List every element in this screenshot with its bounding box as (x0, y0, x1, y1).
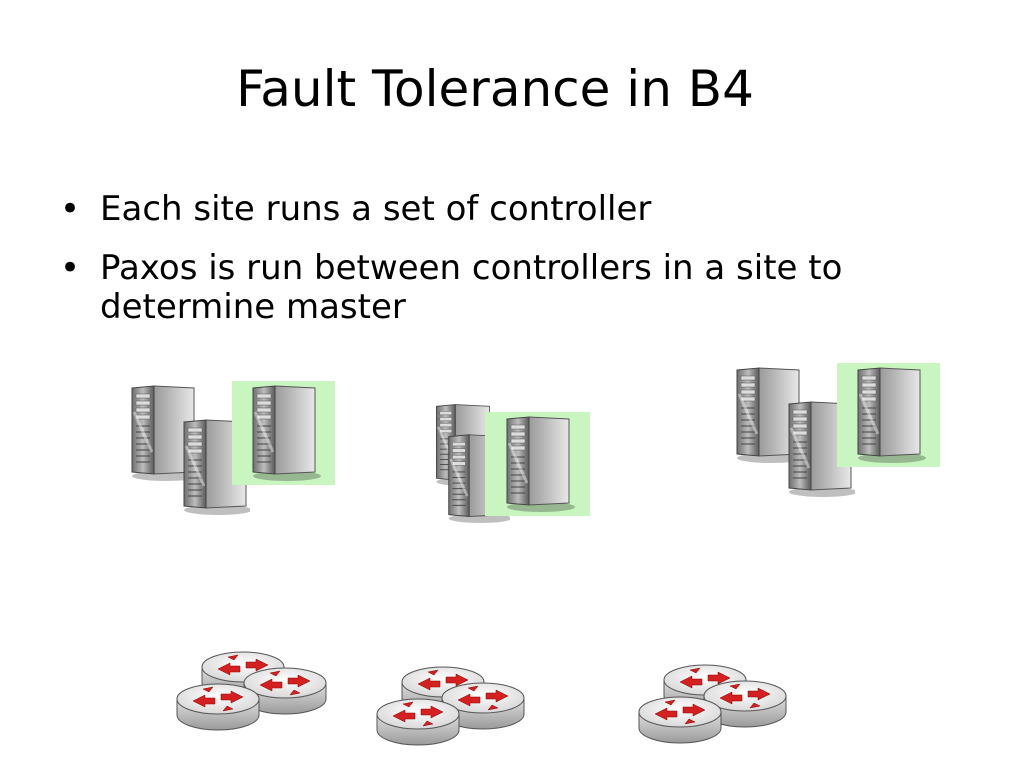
bullet-dot: • (60, 248, 81, 289)
router-icon (376, 666, 525, 746)
router-site-2 (370, 660, 530, 755)
server-icon (130, 381, 335, 516)
bullet-item: • Each site runs a set of controller (60, 189, 960, 229)
router-site-1 (170, 645, 330, 740)
controller-site-2 (430, 395, 600, 535)
bullet-dot: • (60, 189, 81, 229)
router-site-3 (632, 658, 792, 753)
controller-site-3 (730, 360, 945, 500)
bullet-text: Each site runs a set of controller (100, 189, 652, 229)
server-icon (735, 363, 940, 498)
bullet-text: Paxos is run between controllers in a si… (100, 248, 843, 328)
controller-site-1 (125, 378, 340, 518)
bullet-list: • Each site runs a set of controller • P… (60, 189, 960, 347)
server-icon (435, 403, 590, 525)
bullet-item: • Paxos is run between controllers in a … (60, 248, 960, 328)
router-icon (638, 664, 787, 744)
slide-title: Fault Tolerance in B4 (236, 60, 754, 118)
router-icon (176, 651, 327, 731)
